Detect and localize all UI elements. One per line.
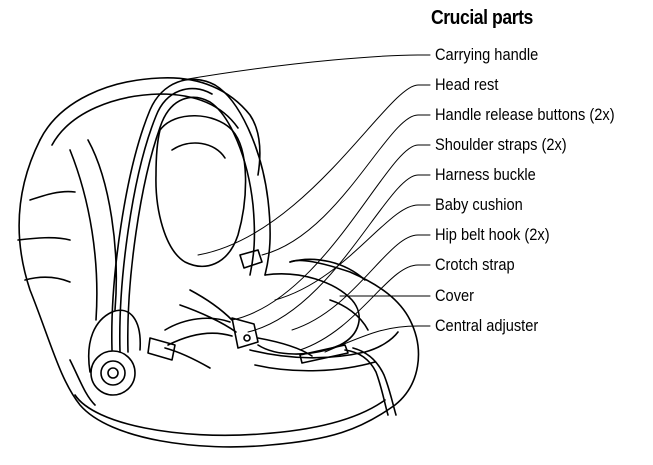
- seat-base: [74, 394, 386, 437]
- cover-edge: [289, 258, 366, 281]
- label-shoulder-straps: Shoulder straps (2x): [435, 135, 567, 154]
- adjuster-lever: [299, 344, 349, 364]
- leader-head-rest: [197, 84, 431, 256]
- seat-base-lower: [69, 359, 96, 406]
- leader-baby-cushion: [274, 204, 431, 301]
- belt-left: [164, 317, 231, 331]
- cover-edge-2: [329, 299, 369, 331]
- seat-shell: [18, 139, 420, 448]
- adjuster-belt: [344, 349, 389, 416]
- hood-ribs-3: [24, 276, 71, 283]
- hood-inner: [69, 149, 98, 321]
- label-crotch-strap: Crotch strap: [435, 255, 515, 274]
- adjuster-belt-2: [352, 347, 397, 416]
- hip-hook-body: [147, 337, 176, 361]
- pivot-inner: [100, 360, 126, 386]
- leader-shoulder-straps: [231, 144, 431, 321]
- handle-highlight: [119, 87, 213, 353]
- hood-inner-2: [87, 139, 118, 311]
- label-central-adjuster: Central adjuster: [435, 316, 539, 335]
- label-hip-belt-hook: Hip belt hook (2x): [435, 225, 550, 244]
- pivot-center: [107, 367, 119, 379]
- label-handle-release-buttons: Handle release buttons (2x): [435, 105, 615, 124]
- side-clip: [239, 249, 263, 269]
- label-baby-cushion: Baby cushion: [435, 195, 523, 214]
- label-cover: Cover: [435, 286, 475, 305]
- cushion: [257, 273, 360, 355]
- leader-harness-buckle: [247, 174, 431, 333]
- pivot-arm: [88, 309, 141, 373]
- handle-inner: [127, 96, 256, 353]
- leader-handle-release: [261, 114, 431, 256]
- buckle-dot: [243, 334, 251, 342]
- leader-hip-belt-hook: [291, 234, 431, 331]
- handle-outer: [111, 78, 271, 351]
- hood-ribs-1: [29, 190, 76, 201]
- hip-hook-left: [164, 347, 211, 369]
- shoulder-strap-2: [179, 304, 237, 333]
- footrest: [249, 331, 399, 359]
- footrest-2: [254, 361, 376, 372]
- shoulder-strap-1: [189, 289, 233, 321]
- buckle: [231, 317, 259, 349]
- head-rest-inner: [171, 142, 226, 159]
- label-harness-buckle: Harness buckle: [435, 165, 536, 184]
- label-head-rest: Head rest: [435, 75, 499, 94]
- label-carrying-handle: Carrying handle: [435, 45, 539, 64]
- hood-ribs-2: [17, 236, 71, 241]
- pivot-outer: [90, 350, 136, 396]
- leader-carrying-handle: [181, 54, 431, 81]
- belt-left-2: [167, 332, 233, 346]
- leader-central-adjuster: [324, 325, 431, 353]
- diagram-title: Crucial parts: [431, 7, 533, 29]
- head-rest: [155, 114, 247, 267]
